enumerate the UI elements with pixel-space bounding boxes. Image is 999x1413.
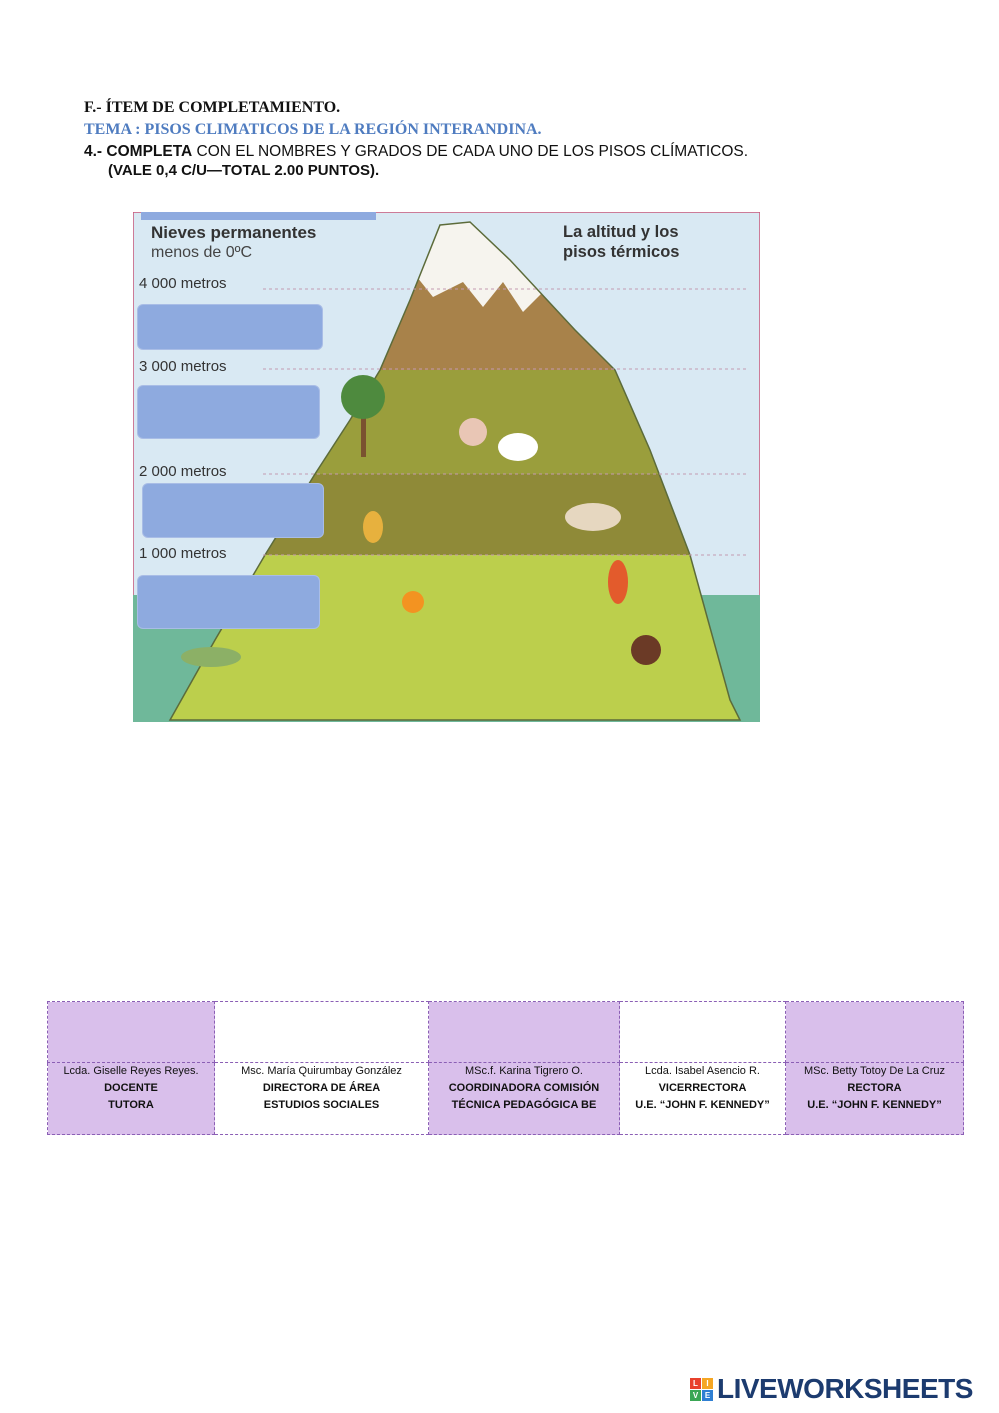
signature-space [619,1001,786,1063]
answer-box-4[interactable] [137,575,320,629]
instruction-number: 4.- [84,143,107,160]
decor-sheep [498,433,538,461]
altitude-2000: 2 000 metros [139,463,227,480]
snow-temperature: menos de 0ºC [151,244,253,261]
decor-tree [341,375,385,457]
signer-name: Msc. María Quirumbay González [241,1065,402,1077]
signer-role: RECTORA [847,1082,902,1094]
instruction-text: CON EL NOMBRES Y GRADOS DE CADA UNO DE L… [192,143,749,160]
signer-role: ESTUDIOS SOCIALES [263,1099,380,1111]
altitude-4000: 4 000 metros [139,275,227,292]
signature-cell: MSc.f. Karina Tigrero O. COORDINADORA COM… [428,1062,620,1135]
signer-name: MSc. Betty Totoy De La Cruz [803,1065,946,1077]
snow-title: Nieves permanentes [151,223,317,242]
score-note: (VALE 0,4 C/U—TOTAL 2.00 PUNTOS). [108,162,380,179]
signature-cell: Lcda. Giselle Reyes Reyes. DOCENTE TUTORA [47,1062,215,1135]
signature-space [785,1001,964,1063]
signer-role: COORDINADORA COMISIÓN [448,1082,600,1094]
decor-farmer [459,418,487,446]
topic-title: TEMA : PISOS CLIMATICOS DE LA REGIÓN INT… [84,121,542,138]
mountain-illustration [132,210,761,723]
decor-papaya [608,560,628,604]
signature-space [47,1001,215,1063]
instruction-bold: COMPLETA [106,143,193,160]
climate-floors-figure: Nieves permanentes menos de 0ºC La altit… [132,210,761,723]
section-title: F.- ÍTEM DE COMPLETAMIENTO. [84,99,341,116]
signer-role: DOCENTE [104,1082,158,1094]
decor-coconut [631,635,661,665]
signer-role: U.E. “JOHN F. KENNEDY” [807,1099,942,1111]
signature-space [214,1001,429,1063]
signer-name: MSc.f. Karina Tigrero O. [465,1065,583,1077]
instruction: 4.- COMPLETA CON EL NOMBRES Y GRADOS DE … [84,143,748,161]
logo-text: LIVEWORKSHEETS [717,1373,973,1404]
decor-orange [402,591,424,613]
altitude-3000: 3 000 metros [139,358,227,375]
signer-name: Lcda. Isabel Asencio R. [645,1065,760,1077]
decor-cow [565,503,621,531]
figure-title-2: pisos térmicos [563,243,680,261]
decor-pineapple [363,511,383,543]
answer-box-1[interactable] [137,304,323,350]
signature-space [428,1001,620,1063]
decor-iguana [181,647,241,667]
signature-cell: Lcda. Isabel Asencio R. VICERRECTORA U.E. … [619,1062,786,1135]
figure-title-1: La altitud y los [563,223,679,241]
signer-role: VICERRECTORA [658,1082,747,1094]
altitude-1000: 1 000 metros [139,545,227,562]
signer-name: Lcda. Giselle Reyes Reyes. [63,1065,199,1077]
signer-role: U.E. “JOHN F. KENNEDY” [635,1099,770,1111]
answer-box-3[interactable] [142,483,324,538]
signer-role: TÉCNICA PEDAGÓGICA BE [451,1099,597,1111]
signer-role: TUTORA [108,1099,154,1111]
signer-role: DIRECTORA DE ÁREA [262,1082,381,1094]
answer-box-2[interactable] [137,385,320,439]
